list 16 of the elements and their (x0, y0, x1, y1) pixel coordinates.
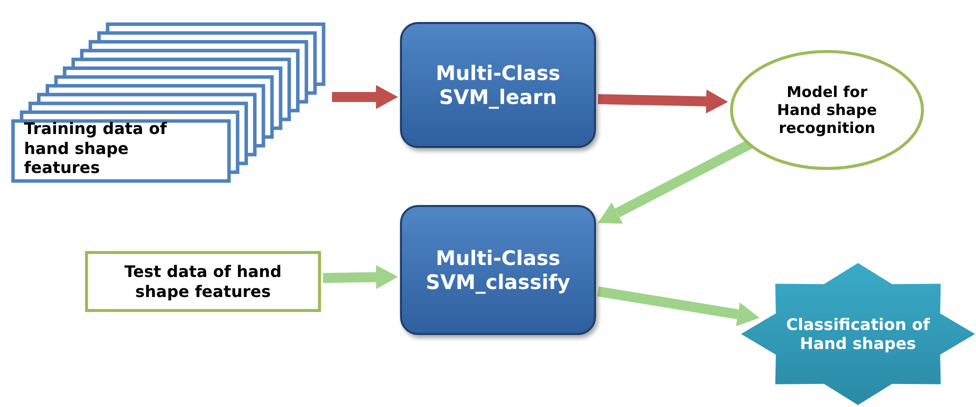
arrow (598, 89, 728, 114)
node-label: Classification of Hand shapes (785, 314, 931, 354)
node-label: Test data of hand shape features (123, 262, 283, 301)
process-box (400, 205, 596, 335)
output-star (740, 262, 976, 406)
node-label: Training data of hand shape features (23, 119, 168, 179)
input-box (85, 251, 321, 312)
node-label: Multi-Class SVM_learn (434, 61, 562, 109)
node-label: Multi-Class SVM_classify (424, 246, 572, 294)
node-label: Model for Hand shape recognition (776, 83, 878, 137)
arrow (322, 265, 398, 290)
arrow (332, 85, 398, 109)
arrow (598, 139, 754, 224)
model-ellipse (730, 50, 924, 170)
arrow (597, 286, 760, 326)
process-box (400, 22, 596, 148)
